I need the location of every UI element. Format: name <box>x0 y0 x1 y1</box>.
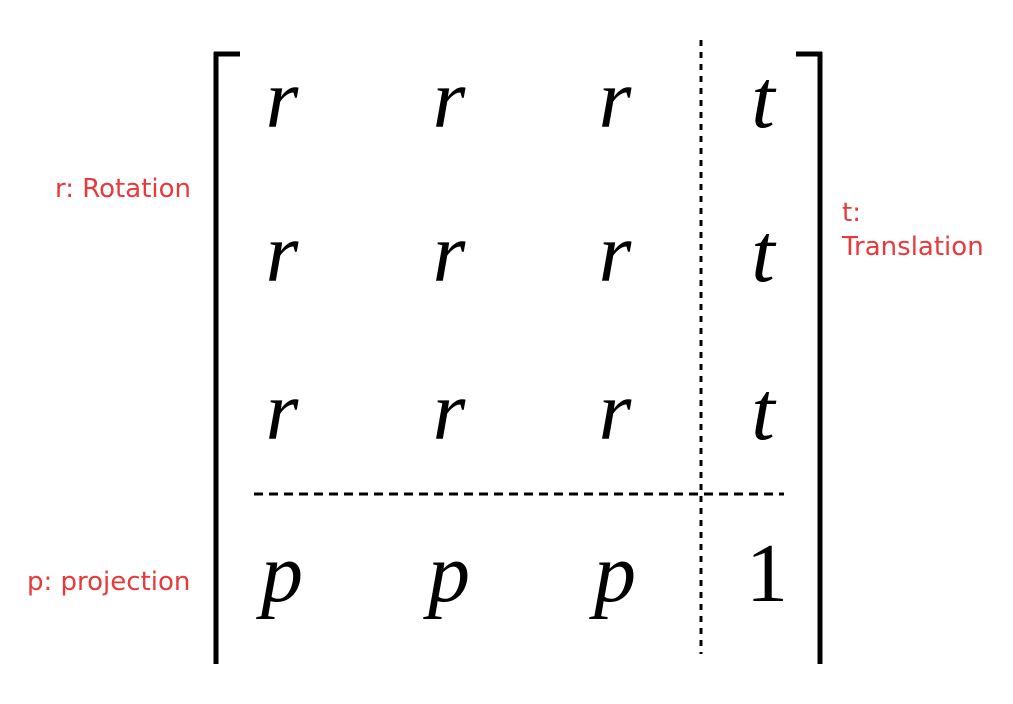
matrix-cell-r1c1: r <box>265 53 299 146</box>
rotation-annotation: r: Rotation <box>55 174 191 204</box>
right-bracket <box>796 51 823 664</box>
matrix-cell-r3c3: r <box>598 365 632 458</box>
matrix-cell-r2c4: t <box>751 207 775 300</box>
translation-annotation-line1: t: <box>842 198 861 228</box>
translation-annotation-line2: Translation <box>842 232 984 262</box>
matrix-cell-r2c1: r <box>265 207 299 300</box>
matrix-cell-r2c3: r <box>598 207 632 300</box>
matrix-cell-r4c3: p <box>594 527 636 620</box>
left-bracket <box>213 51 240 664</box>
translation-annotation: t: Translation <box>842 196 984 264</box>
matrix-cell-r1c3: r <box>598 53 632 146</box>
matrix-cell-r4c4: 1 <box>746 527 788 620</box>
matrix-cell-r4c1: p <box>261 527 303 620</box>
matrix-cell-r1c2: r <box>432 53 466 146</box>
matrix-cell-r3c1: r <box>265 365 299 458</box>
matrix-cell-r1c4: t <box>751 53 775 146</box>
projection-annotation: p: projection <box>27 567 191 597</box>
matrix-cell-r3c2: r <box>432 365 466 458</box>
matrix-cell-r3c4: t <box>751 365 775 458</box>
matrix-cell-r2c2: r <box>432 207 466 300</box>
matrix-cell-r4c2: p <box>428 527 470 620</box>
